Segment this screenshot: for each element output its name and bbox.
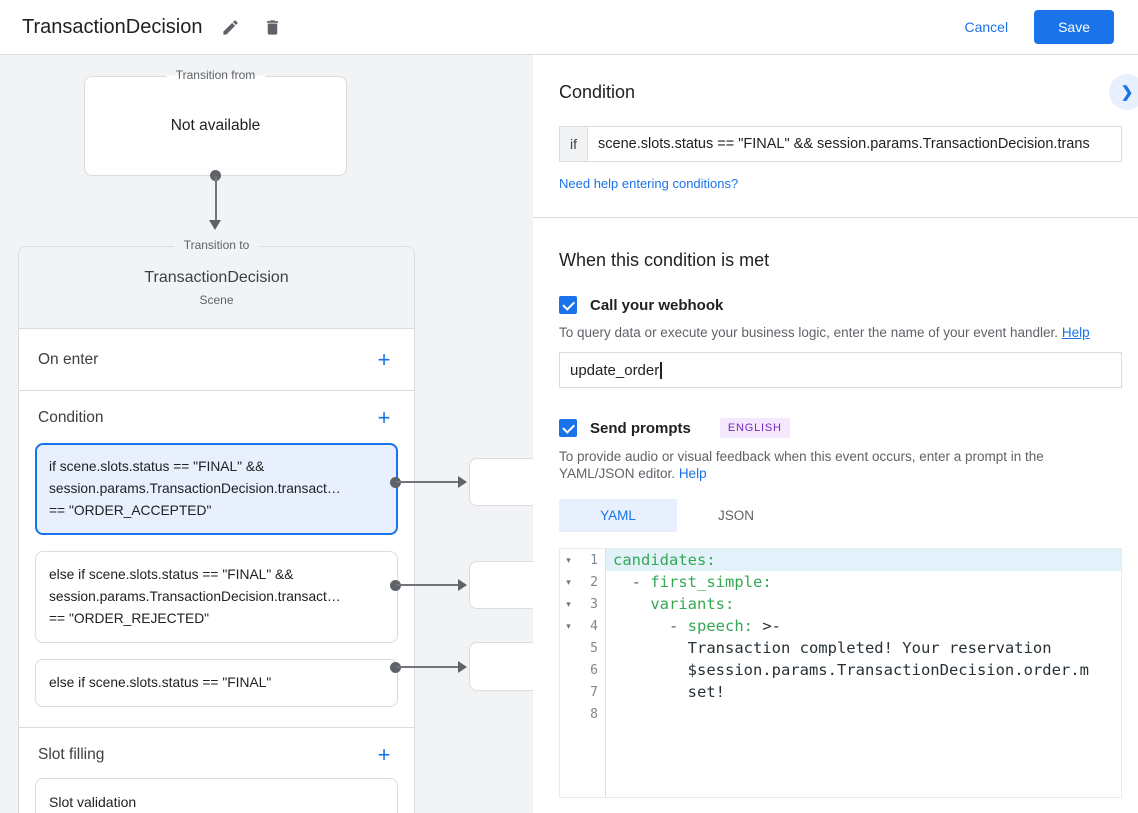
condition-section-label: Condition bbox=[38, 408, 104, 426]
language-badge: ENGLISH bbox=[719, 418, 790, 438]
transition-from-content: Not available bbox=[170, 117, 261, 134]
condition-header-section: Condition if Need help entering conditio… bbox=[533, 55, 1138, 218]
code-line-content: candidates: bbox=[606, 549, 1121, 571]
connector-dot bbox=[390, 579, 401, 591]
collapse-panel-button[interactable]: ❯ bbox=[1109, 74, 1138, 110]
when-met-section: When this condition is met Call your web… bbox=[533, 218, 1138, 798]
editor-line[interactable]: ▾ 1 candidates: bbox=[560, 549, 1121, 571]
code-line-content: variants: bbox=[650, 595, 735, 613]
line-number: 8 bbox=[590, 706, 598, 722]
webhook-description: To query data or execute your business l… bbox=[559, 325, 1090, 340]
scene-card-header: TransactionDecision Scene bbox=[19, 247, 414, 329]
on-enter-section: On enter + bbox=[19, 329, 414, 391]
code-line-content: set! bbox=[687, 683, 725, 701]
editor-line[interactable]: 8 bbox=[560, 703, 1121, 725]
page-title: TransactionDecision bbox=[22, 15, 203, 38]
editor-lines: ▾ 1 candidates: ▾ 2 - first_simple: ▾ 3 varian… bbox=[560, 549, 1121, 725]
line-number: 5 bbox=[590, 640, 598, 656]
add-slot-button[interactable]: + bbox=[374, 743, 394, 765]
condition-item[interactable]: else if scene.slots.status == "FINAL" &&… bbox=[35, 551, 398, 643]
connector-line bbox=[215, 176, 217, 221]
edit-icon[interactable] bbox=[216, 13, 244, 41]
fold-arrow-icon[interactable]: ▾ bbox=[566, 620, 571, 631]
code-line-content: - first_simple: bbox=[631, 573, 772, 591]
transition-target-box[interactable] bbox=[469, 561, 533, 609]
transition-to-legend: Transition to bbox=[173, 238, 260, 252]
connector-line bbox=[396, 481, 459, 483]
condition-item[interactable]: else if scene.slots.status == "FINAL" bbox=[35, 659, 398, 707]
add-on-enter-button[interactable]: + bbox=[374, 348, 394, 370]
prompts-description: To provide audio or visual feedback when… bbox=[559, 449, 1044, 481]
editor-line[interactable]: ▾ 2 - first_simple: bbox=[560, 571, 1121, 593]
transition-from-node: Transition from Not available bbox=[84, 68, 347, 176]
code-editor[interactable]: ▾ 1 candidates: ▾ 2 - first_simple: ▾ 3 varian… bbox=[559, 548, 1122, 798]
fold-arrow-icon[interactable]: ▾ bbox=[566, 576, 571, 587]
line-number: 1 bbox=[590, 552, 598, 568]
line-number: 3 bbox=[590, 596, 598, 612]
when-met-title: When this condition is met bbox=[559, 250, 770, 270]
send-prompts-checkbox[interactable] bbox=[559, 419, 577, 437]
arrow-down-icon bbox=[209, 220, 221, 230]
webhook-checkbox[interactable] bbox=[559, 296, 577, 314]
editor-gutter bbox=[560, 549, 606, 797]
editor-line[interactable]: 5 Transaction completed! Your reservatio… bbox=[560, 637, 1121, 659]
arrow-right-icon bbox=[458, 661, 467, 673]
condition-section: Condition + if scene.slots.status == "FI… bbox=[19, 391, 414, 728]
arrow-right-icon bbox=[458, 579, 467, 591]
panel-title: Condition bbox=[559, 82, 636, 102]
on-enter-label: On enter bbox=[38, 350, 99, 368]
prompts-help-link[interactable]: Help bbox=[678, 466, 707, 481]
connector-line bbox=[396, 584, 459, 586]
cancel-button[interactable]: Cancel bbox=[964, 19, 1009, 35]
code-line-content bbox=[606, 703, 1121, 725]
chevron-right-icon: ❯ bbox=[1120, 84, 1134, 101]
line-number: 6 bbox=[590, 662, 598, 678]
editor-line[interactable]: ▾ 4 - speech: >- bbox=[560, 615, 1121, 637]
tab-yaml[interactable]: YAML bbox=[559, 499, 677, 532]
code-line-content: - speech: >- bbox=[669, 617, 781, 635]
code-line-content: Transaction completed! Your reservation bbox=[687, 639, 1052, 657]
event-handler-input[interactable]: update_order bbox=[559, 352, 1122, 388]
line-number: 4 bbox=[590, 618, 598, 634]
scene-card: Transition to TransactionDecision Scene … bbox=[18, 238, 415, 813]
connector-line bbox=[396, 666, 459, 668]
editor-line[interactable]: 6 $session.params.TransactionDecision.or… bbox=[560, 659, 1121, 681]
transition-target-box[interactable] bbox=[469, 642, 533, 691]
condition-items: if scene.slots.status == "FINAL" &&sessi… bbox=[35, 443, 398, 707]
arrow-right-icon bbox=[458, 476, 467, 488]
if-prefix-label: if bbox=[559, 126, 588, 162]
slot-filling-label: Slot filling bbox=[38, 745, 105, 763]
slot-filling-section: Slot filling + Slot validation bbox=[19, 728, 414, 813]
webhook-help-link[interactable]: Help bbox=[1061, 325, 1090, 340]
scene-diagram-canvas: Transition from Not available Transition… bbox=[0, 55, 533, 813]
tab-json[interactable]: JSON bbox=[717, 508, 754, 523]
condition-editor-panel: ❯ Condition if Need help entering condit… bbox=[533, 55, 1138, 813]
send-prompts-label: Send prompts bbox=[590, 419, 691, 437]
editor-format-tabs: YAML JSON bbox=[559, 499, 1122, 532]
connector-dot bbox=[210, 170, 221, 181]
code-line-content: $session.params.TransactionDecision.orde… bbox=[687, 661, 1089, 679]
webhook-label: Call your webhook bbox=[590, 296, 724, 314]
add-condition-button[interactable]: + bbox=[374, 406, 394, 428]
save-button[interactable]: Save bbox=[1034, 10, 1114, 44]
delete-icon[interactable] bbox=[258, 13, 286, 41]
editor-line[interactable]: ▾ 3 variants: bbox=[560, 593, 1121, 615]
transition-target-box[interactable] bbox=[469, 458, 533, 506]
fold-arrow-icon[interactable]: ▾ bbox=[566, 554, 571, 565]
scene-name: TransactionDecision bbox=[144, 268, 289, 286]
condition-item[interactable]: if scene.slots.status == "FINAL" &&sessi… bbox=[35, 443, 398, 535]
text-cursor bbox=[660, 361, 662, 379]
line-number: 7 bbox=[590, 684, 598, 700]
condition-help-link[interactable]: Need help entering conditions? bbox=[559, 176, 739, 191]
connector-dot bbox=[390, 661, 401, 673]
scene-type-label: Scene bbox=[199, 292, 234, 307]
slot-validation-item[interactable]: Slot validation bbox=[35, 778, 398, 813]
editor-line[interactable]: 7 set! bbox=[560, 681, 1121, 703]
line-number: 2 bbox=[590, 574, 598, 590]
connector-dot bbox=[390, 476, 401, 488]
condition-expression-input[interactable] bbox=[588, 126, 1122, 162]
header: TransactionDecision Cancel Save bbox=[0, 0, 1138, 55]
transition-from-legend: Transition from bbox=[165, 68, 266, 82]
fold-arrow-icon[interactable]: ▾ bbox=[566, 598, 571, 609]
